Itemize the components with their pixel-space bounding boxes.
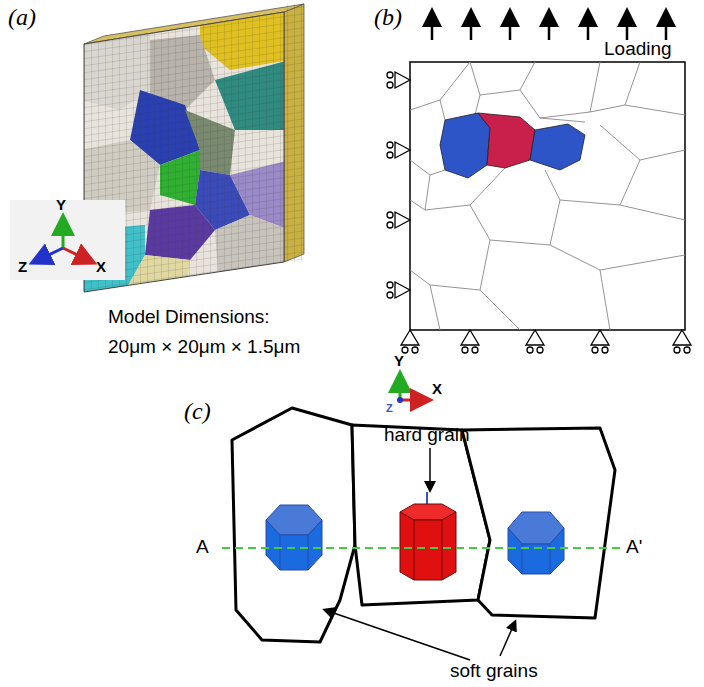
axis-label: Z	[386, 402, 393, 415]
grain-label: soft grains	[450, 660, 538, 682]
panel-label: (b)	[374, 4, 402, 32]
dimension-value: 20μm × 20μm × 1.5μm	[108, 336, 300, 358]
panel-label: (c)	[184, 398, 211, 426]
axis-label: X	[96, 258, 106, 275]
section-end-label: A	[196, 536, 209, 558]
panel-label: (a)	[8, 4, 36, 32]
grain-label: hard grain	[384, 424, 470, 446]
dimension-heading: Model Dimensions:	[108, 306, 270, 328]
loading-label: Loading	[604, 38, 672, 60]
axis-label: Y	[394, 352, 404, 369]
axis-label: Z	[18, 258, 27, 275]
axis-label: X	[432, 380, 442, 397]
axis-label: Y	[56, 196, 66, 213]
section-end-label: A'	[626, 536, 642, 558]
